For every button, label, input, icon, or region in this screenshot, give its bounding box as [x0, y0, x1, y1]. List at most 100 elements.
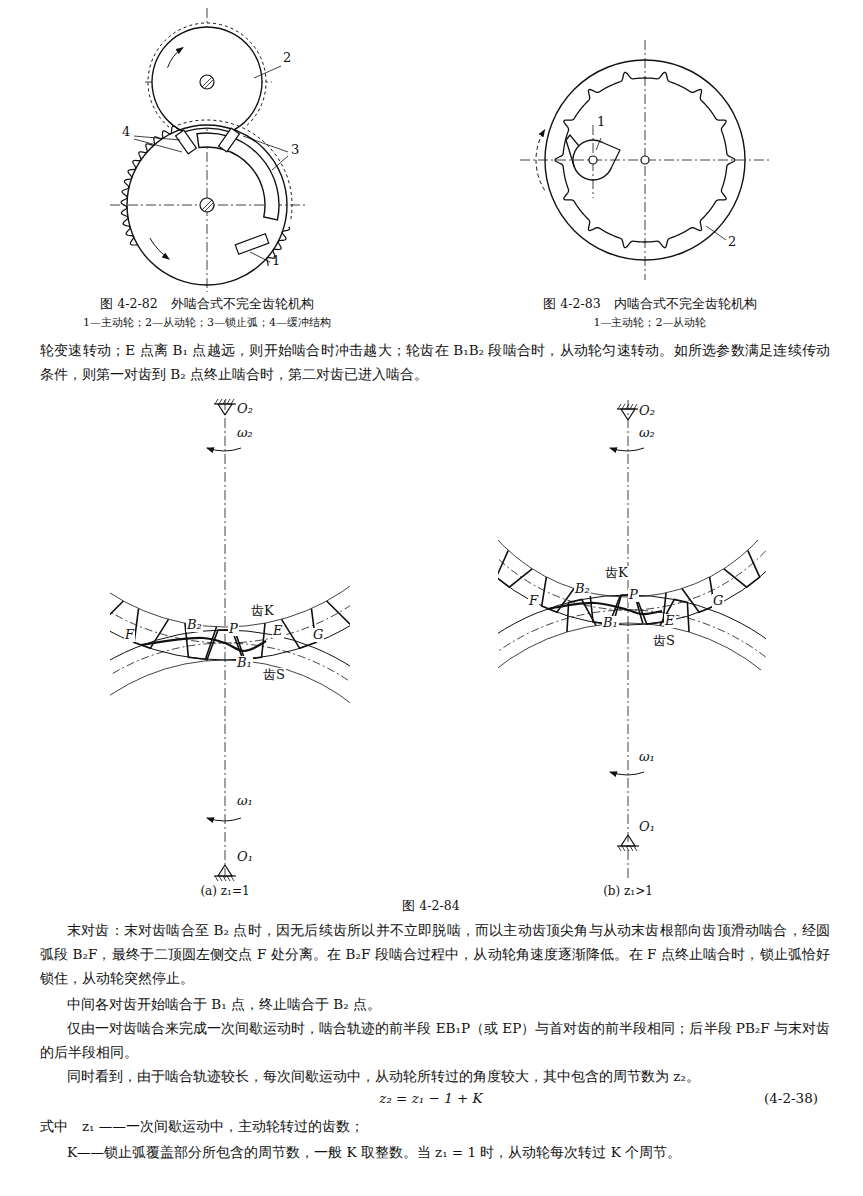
- point-label: O₂: [638, 404, 656, 418]
- point-label: F: [124, 628, 135, 642]
- point-label: B₂: [186, 618, 203, 632]
- pivot-support: [218, 865, 232, 876]
- meshing-trajectory: [548, 603, 662, 614]
- equation: z₂ = z₁ − 1 + K: [379, 1090, 482, 1108]
- callout-number: 4: [122, 124, 130, 141]
- pivot-ground: [617, 408, 639, 409]
- ground-hatch: [231, 876, 234, 881]
- figure-caption: 图 4-2-84: [402, 898, 459, 914]
- ground-hatch: [634, 846, 637, 851]
- ground-hatch: [223, 399, 226, 404]
- rotation-arrow: [536, 130, 545, 190]
- center-line: [225, 400, 226, 880]
- leader-line: [134, 136, 180, 140]
- external-incomplete-gear-figure: [110, 8, 305, 292]
- leader-line: [134, 139, 182, 152]
- hub-hatch: [202, 77, 212, 87]
- meshing-trajectory: [141, 638, 266, 651]
- ground-hatch: [630, 846, 633, 851]
- point-label: G: [712, 594, 724, 608]
- body-text: 中间各对齿开始啮合于 B₁ 点，终止啮合于 B₂ 点。: [40, 992, 830, 1016]
- body-text: 式中 z₁ ——一次间歇运动中，主动轮转过的齿数；: [40, 1114, 830, 1138]
- point-label: B₁: [602, 616, 619, 630]
- ground-hatch: [219, 399, 222, 404]
- point-label: E: [272, 624, 284, 638]
- gear-tooth: [660, 600, 689, 632]
- leader-line: [250, 252, 270, 262]
- locking-arc: [197, 133, 279, 220]
- ground-hatch: [622, 404, 625, 409]
- driving-root-circle: [498, 623, 766, 670]
- body-text: 仅由一对齿啮合来完成一次间歇运动时，啮合轨迹的前半段 EB₁P（或 EP）与首对…: [40, 1016, 830, 1064]
- shaft-hub: [200, 75, 214, 89]
- figure-caption: 图 4-2-82 外啮合式不完全齿轮机构: [100, 296, 313, 312]
- pivot-support: [621, 835, 635, 846]
- gear-tooth: [327, 584, 350, 625]
- driving-tip-circle: [498, 595, 766, 670]
- point-label: ω₁: [236, 794, 254, 808]
- angular-velocity-arrow: [207, 448, 241, 451]
- point-label: F: [528, 594, 539, 608]
- point-label: G: [312, 628, 324, 642]
- gear-tooth: [724, 550, 760, 587]
- subfigure-caption: (a) z₁=1: [200, 884, 249, 900]
- pivot-ground: [617, 845, 639, 846]
- body-text: 同时看到，由于啮合轨迹较长，每次间歇运动中，从动轮所转过的角度较大，其中包含的周…: [40, 1064, 830, 1088]
- point-label: ω₂: [236, 426, 254, 440]
- leader-line: [243, 136, 288, 152]
- center-line: [628, 400, 629, 880]
- ground-hatch: [618, 846, 621, 851]
- mesh-zone-a: [110, 560, 350, 750]
- point-label: 齿K: [604, 566, 629, 580]
- leader-line: [706, 226, 726, 240]
- pivot-ground: [214, 875, 236, 876]
- gear-tooth: [282, 609, 316, 649]
- driven-gear-outline: [152, 27, 262, 132]
- body-text: 轮变速转动；E 点离 B₁ 点越远，则开始啮合时冲击越大；轮齿在 B₁B₂ 段啮…: [40, 338, 830, 386]
- ground-hatch: [223, 876, 226, 881]
- ground-hatch: [215, 876, 218, 881]
- driving-root-circle: [110, 660, 350, 750]
- driving-tip-circle: [110, 630, 350, 750]
- pivot-support: [621, 409, 635, 420]
- leader-line: [596, 138, 601, 150]
- point-label: O₂: [236, 402, 254, 416]
- figure-legend: 1—主动轮；2—从动轮: [594, 316, 707, 330]
- pin: [235, 234, 268, 254]
- driven-pitch-circle: [498, 540, 766, 610]
- buffer-structure: [176, 130, 197, 154]
- point-label: O₁: [638, 820, 656, 834]
- point-label: E: [664, 614, 676, 628]
- driving-wheel-body: [603, 143, 620, 167]
- body-text: 末对齿：末对齿啮合至 B₂ 点时，因无后续齿所以并不立即脱啮，而以主动齿顶尖角与…: [40, 918, 830, 990]
- pivot-ground: [214, 403, 236, 404]
- gear-teeth: [121, 126, 180, 245]
- driven-root-circle: [110, 560, 350, 627]
- shaft-hub: [200, 198, 214, 212]
- point-label: 齿S: [262, 668, 286, 682]
- driving-pitch-circle: [498, 610, 766, 670]
- hub-hatch: [205, 80, 213, 88]
- point-label: ω₁: [638, 750, 656, 764]
- equation-number: (4-2-38): [764, 1090, 818, 1108]
- driving-gear-outline: [127, 125, 287, 285]
- pivot-support: [218, 404, 232, 415]
- point-label: B₂: [574, 582, 591, 596]
- mesh-zone-b: [498, 540, 766, 670]
- point-label: B₁: [236, 656, 253, 670]
- ground-hatch: [626, 846, 629, 851]
- gear-tooth: [636, 593, 666, 624]
- driving-pitch-circle: [110, 643, 350, 750]
- gear-tooth: [498, 550, 532, 587]
- rotation-arrow: [168, 48, 183, 68]
- driving-wheel-tooth: [566, 135, 579, 167]
- rotation-arrow: [150, 238, 169, 259]
- point-label: 齿S: [652, 634, 676, 648]
- angular-velocity-arrow: [610, 448, 644, 451]
- ground-hatch: [630, 404, 633, 409]
- point-label: ω₂: [638, 426, 656, 440]
- ground-hatch: [622, 846, 625, 851]
- angular-velocity-arrow: [207, 818, 241, 821]
